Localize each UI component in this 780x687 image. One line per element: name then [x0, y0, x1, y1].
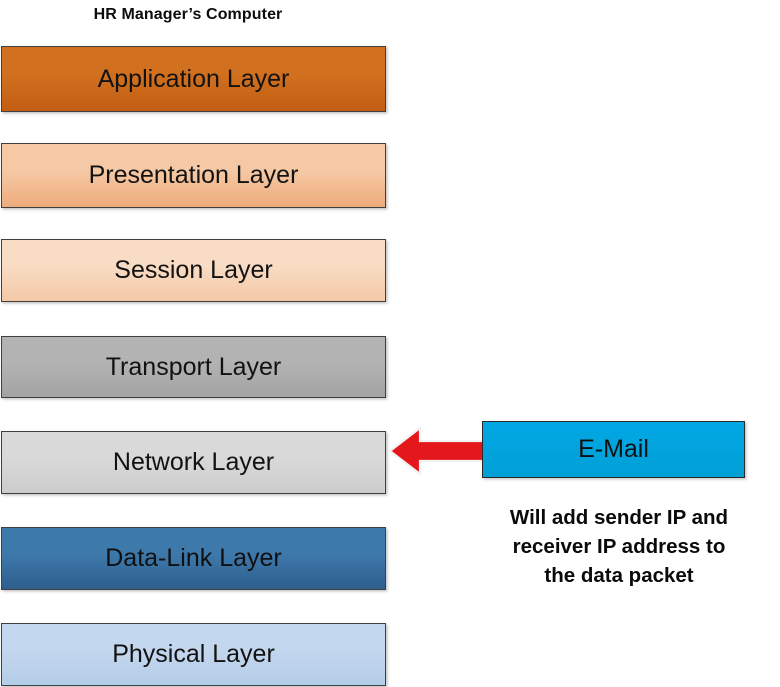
left-arrow-icon: [386, 424, 488, 478]
layer-label: Data-Link Layer: [105, 544, 282, 572]
layer-label: Network Layer: [112, 448, 275, 476]
osi-layer-stack: Application Layer Presentation Layer Ses…: [1, 46, 386, 686]
layer-label: Transport Layer: [105, 352, 282, 381]
layer-box-network[interactable]: Network Layer: [1, 431, 386, 494]
layer-label: Presentation Layer: [88, 161, 299, 189]
layer-box-application[interactable]: Application Layer: [1, 46, 386, 112]
caption-text: Will add sender IP and receiver IP addre…: [458, 503, 780, 590]
layer-box-session[interactable]: Session Layer: [1, 239, 386, 302]
page-title: HR Manager’s Computer: [93, 6, 283, 23]
caption-line-1: Will add sender IP and: [509, 506, 729, 529]
layer-box-data-link[interactable]: Data-Link Layer: [1, 527, 386, 590]
layer-label: Session Layer: [114, 256, 273, 284]
layer-label: Physical Layer: [112, 640, 275, 668]
caption-line-2: receiver IP address to: [512, 535, 726, 559]
layer-box-physical[interactable]: Physical Layer: [1, 623, 386, 686]
email-packet-box[interactable]: E-Mail: [482, 421, 745, 478]
layer-box-presentation[interactable]: Presentation Layer: [1, 143, 386, 208]
email-packet-label: E-Mail: [578, 435, 649, 463]
layer-label: Application Layer: [97, 64, 290, 93]
layer-box-transport[interactable]: Transport Layer: [1, 336, 386, 398]
caption-line-3: the data packet: [544, 564, 694, 588]
